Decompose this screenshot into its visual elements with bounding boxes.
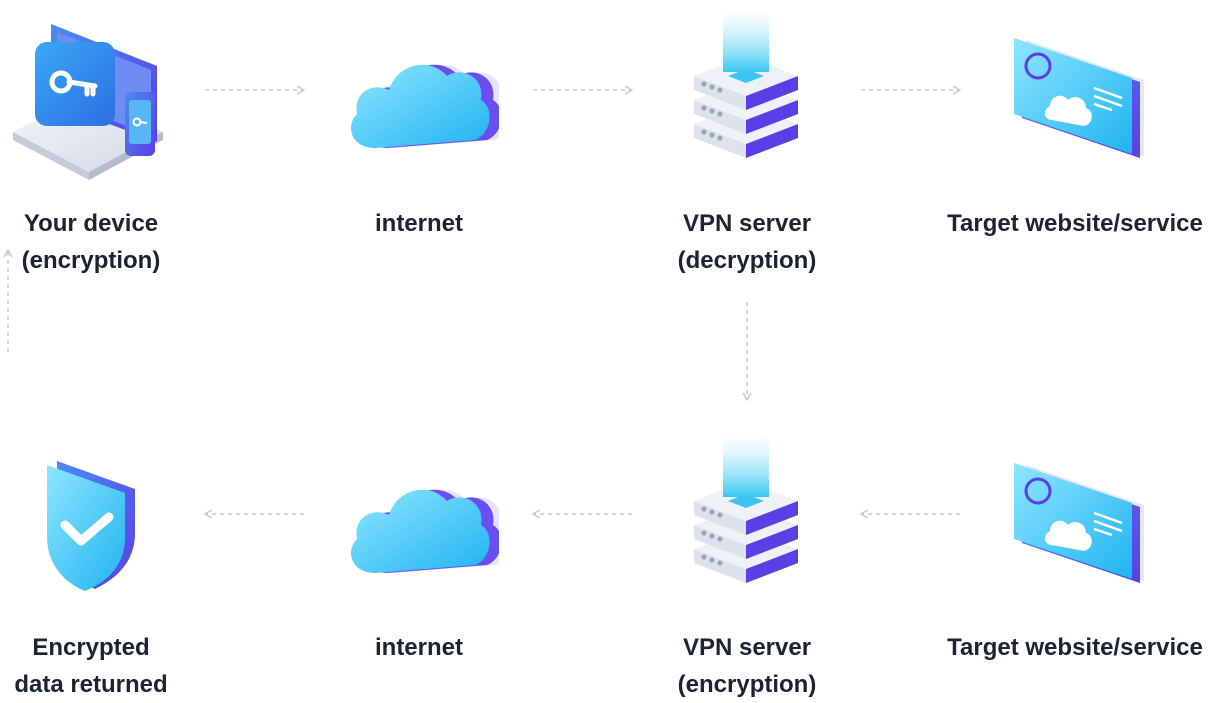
server-icon — [682, 10, 812, 170]
website-card-icon — [1000, 28, 1150, 168]
node-target-bottom: Target website/service — [925, 425, 1209, 702]
label-line: VPN server — [682, 634, 812, 661]
node-encrypted-data: Encrypted data returned — [0, 425, 241, 702]
node-internet-bottom: internet — [269, 425, 569, 702]
cloud-icon — [339, 30, 510, 160]
label-line: Target website/service — [947, 210, 1203, 237]
server-icon — [682, 435, 812, 595]
website-card-icon — [1000, 453, 1150, 593]
node-target-top: Target website/service — [925, 0, 1209, 290]
label-line: (decryption) — [677, 247, 817, 274]
label-line: (encryption) — [677, 671, 817, 698]
cloud-icon — [339, 455, 510, 585]
laptop-key-icon — [11, 14, 171, 184]
label-line: Your device — [23, 210, 159, 237]
shield-check-icon — [31, 455, 151, 595]
node-vpn-server-bottom: VPN server (encryption) — [597, 425, 897, 702]
label-line: Encrypted — [32, 634, 150, 661]
label-line: Target website/service — [947, 634, 1203, 661]
label-line: (encryption) — [21, 247, 161, 274]
node-internet-top: internet — [269, 0, 569, 290]
label-line: VPN server — [682, 210, 812, 237]
node-your-device: Your device (encryption) — [0, 0, 241, 290]
label-line: internet — [374, 210, 463, 237]
label-line: data returned — [14, 671, 168, 698]
label-line: internet — [374, 634, 463, 661]
node-vpn-server-top: VPN server (decryption) — [597, 0, 897, 290]
